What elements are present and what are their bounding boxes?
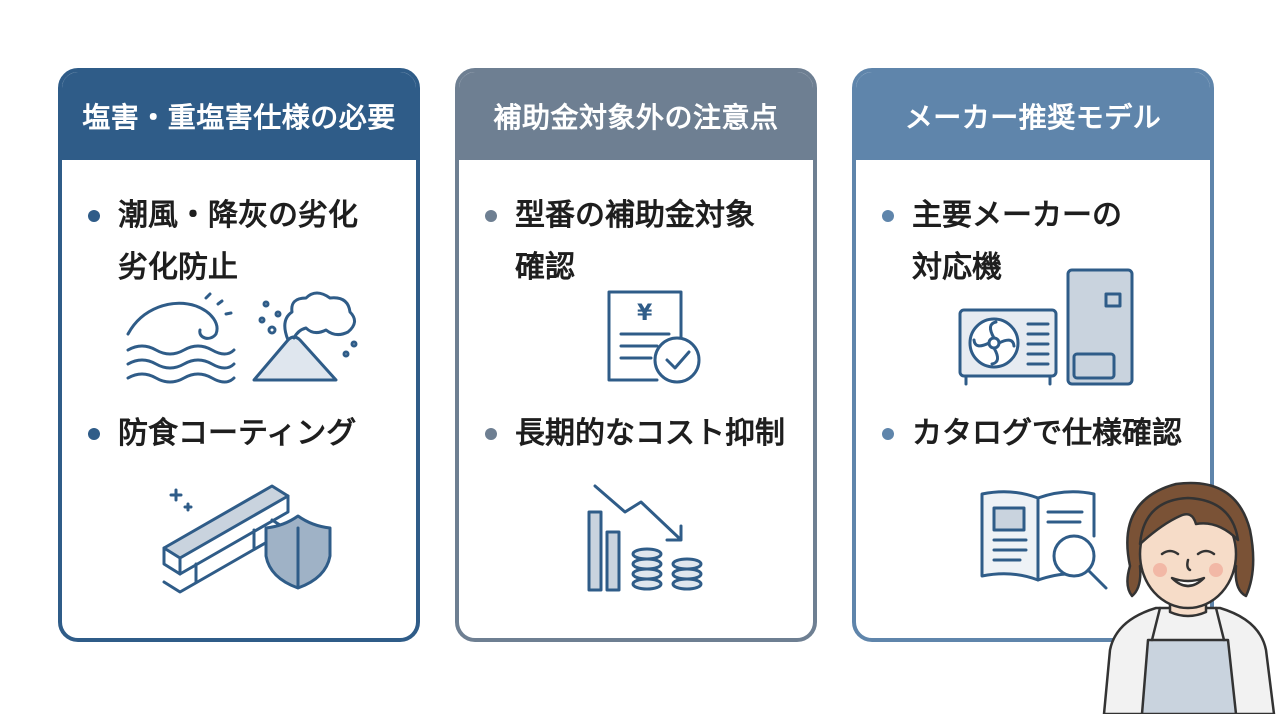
- heat-pump-unit-icon: [956, 266, 1166, 388]
- bullet-dot: [485, 210, 497, 222]
- wave-volcano-icon: [122, 290, 372, 386]
- bullet-text-line: 対応機: [912, 250, 1002, 285]
- yen-symbol: ¥: [637, 301, 653, 326]
- card-salt-damage: 塩害・重塩害仕様の必要 潮風・降灰の劣化 劣化防止 防食コーティング: [58, 68, 420, 642]
- catalog-magnifier-icon: [976, 486, 1116, 596]
- bullet-text-line: 型番の補助金対象: [515, 198, 755, 233]
- bullet-dot: [882, 428, 894, 440]
- card-title: 塩害・重塩害仕様の必要: [62, 72, 416, 160]
- yen-document-check-icon: ¥: [605, 288, 705, 384]
- card-title: メーカー推奨モデル: [856, 72, 1210, 160]
- bullet-dot: [88, 428, 100, 440]
- bullet-dot: [88, 210, 100, 222]
- bullet-item: 防食コーティング: [88, 408, 406, 460]
- advisor-woman-illustration: [1096, 470, 1280, 714]
- bullet-text-line: 防食コーティング: [118, 416, 357, 451]
- bullet-item: カタログで仕様確認: [882, 408, 1200, 460]
- bullet-item: 主要メーカーの 対応機: [882, 190, 1200, 294]
- declining-cost-chart-icon: [583, 482, 713, 594]
- bullet-text-line: 確認: [515, 250, 575, 285]
- card-subsidy-note: 補助金対象外の注意点 型番の補助金対象 確認 ¥ 長期的なコスト抑制: [455, 68, 817, 642]
- bullet-dot: [882, 210, 894, 222]
- bullet-text-line: 劣化防止: [118, 250, 238, 285]
- card-title: 補助金対象外の注意点: [459, 72, 813, 160]
- bullet-text-line: 主要メーカーの: [912, 198, 1122, 233]
- bullet-text-line: カタログで仕様確認: [912, 416, 1182, 451]
- bullet-dot: [485, 428, 497, 440]
- card-maker-model: メーカー推奨モデル 主要メーカーの 対応機 カタログで仕様確認: [852, 68, 1214, 642]
- bullet-text-line: 長期的なコスト抑制: [515, 416, 785, 451]
- bullet-text-line: 潮風・降灰の劣化: [118, 198, 358, 233]
- bullet-item: 型番の補助金対象 確認: [485, 190, 803, 294]
- bullet-item: 長期的なコスト抑制: [485, 408, 803, 460]
- steel-beam-shield-icon: [154, 482, 334, 594]
- bullet-item: 潮風・降灰の劣化 劣化防止: [88, 190, 406, 294]
